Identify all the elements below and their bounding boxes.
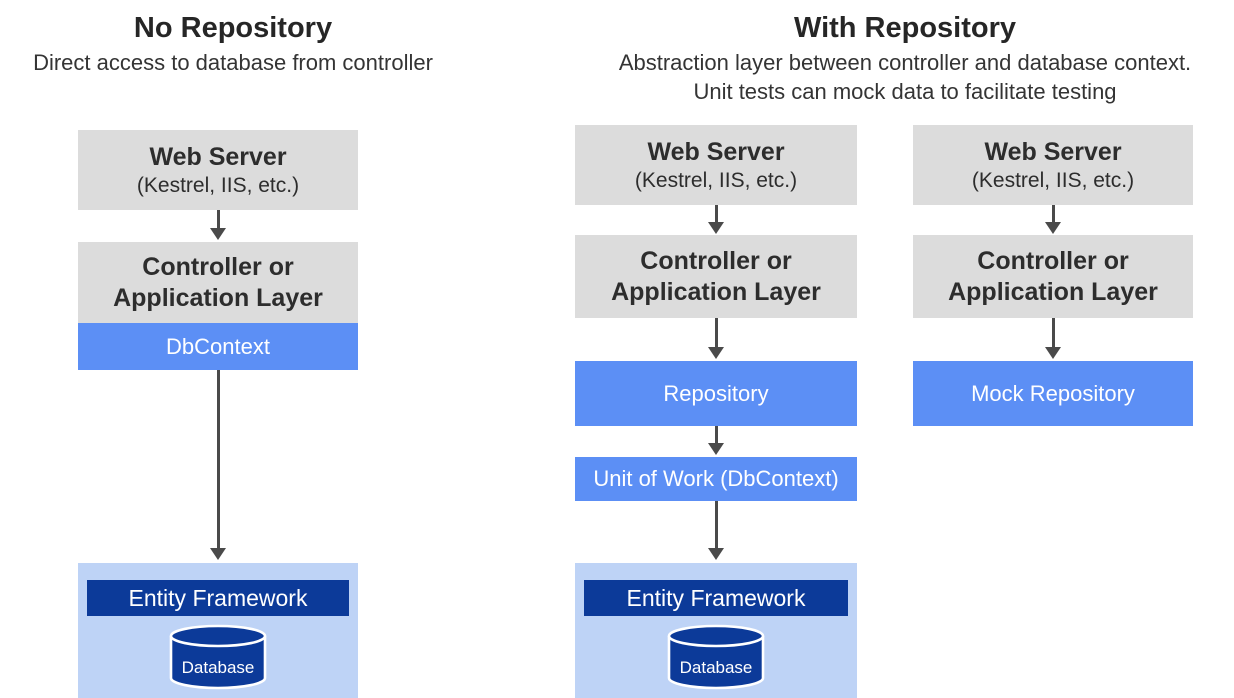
arrow-head	[708, 548, 724, 560]
arrow-head	[210, 548, 226, 560]
arrow-shaft	[714, 501, 718, 549]
arrow-head	[708, 443, 724, 455]
web-server-box-left: Web Server (Kestrel, IIS, etc.)	[78, 130, 358, 210]
arrow-head	[210, 228, 226, 240]
controller-label-line2: Application Layer	[113, 283, 323, 312]
cylinder-top	[667, 624, 765, 648]
entity-framework-container-middle: Entity Framework Database	[575, 563, 857, 698]
arrow-down-icon	[207, 370, 229, 560]
web-server-subtitle: (Kestrel, IIS, etc.)	[634, 169, 798, 193]
arrow-shaft	[1051, 205, 1055, 223]
dbcontext-box: DbContext	[78, 323, 358, 370]
web-server-title: Web Server	[149, 142, 287, 171]
arrow-down-icon	[207, 210, 229, 240]
arrow-shaft	[1051, 318, 1055, 348]
controller-label-line2: Application Layer	[948, 277, 1158, 306]
database-cylinder-icon: Database	[169, 624, 267, 690]
arrow-shaft	[714, 205, 718, 223]
arrow-down-icon	[705, 205, 727, 234]
with-repository-header: With Repository Abstraction layer betwee…	[576, 12, 1234, 107]
repository-box: Repository	[575, 361, 857, 426]
arrow-down-icon	[1042, 205, 1064, 234]
web-server-box-middle: Web Server (Kestrel, IIS, etc.)	[575, 125, 857, 205]
mock-repository-box: Mock Repository	[913, 361, 1193, 426]
web-server-subtitle: (Kestrel, IIS, etc.)	[136, 174, 300, 198]
dbcontext-label: DbContext	[166, 333, 270, 359]
controller-box-right: Controller or Application Layer	[913, 235, 1193, 318]
arrow-shaft	[714, 426, 718, 444]
web-server-box-right: Web Server (Kestrel, IIS, etc.)	[913, 125, 1193, 205]
cylinder-top	[169, 624, 267, 648]
no-repository-subtitle: Direct access to database from controlle…	[33, 50, 433, 76]
arrow-head	[708, 222, 724, 234]
arrow-shaft	[216, 370, 220, 549]
entity-framework-container-left: Entity Framework Database	[78, 563, 358, 698]
mock-repository-label: Mock Repository	[971, 380, 1135, 406]
entity-framework-bar: Entity Framework	[87, 580, 349, 616]
entity-framework-bar: Entity Framework	[584, 580, 848, 616]
arrow-shaft	[714, 318, 718, 348]
cylinder-body	[169, 636, 267, 690]
database-cylinder-icon: Database	[667, 624, 765, 690]
arrow-down-icon	[705, 501, 727, 560]
no-repository-title: No Repository	[133, 12, 333, 44]
arrow-head	[1045, 222, 1061, 234]
unit-of-work-label: Unit of Work (DbContext)	[593, 466, 839, 491]
arrow-down-icon	[705, 318, 727, 359]
arrow-down-icon	[705, 426, 727, 455]
controller-box-middle: Controller or Application Layer	[575, 235, 857, 318]
controller-label-line1: Controller or	[142, 253, 294, 281]
with-repository-title: With Repository	[793, 12, 1017, 44]
controller-label-line1: Controller or	[977, 247, 1129, 275]
web-server-title: Web Server	[647, 137, 785, 166]
cylinder-body	[667, 636, 765, 690]
unit-of-work-box: Unit of Work (DbContext)	[575, 457, 857, 501]
database-label: Database	[182, 658, 255, 677]
with-repository-subtitle-line2: Unit tests can mock data to facilitate t…	[693, 78, 1117, 104]
arrow-shaft	[216, 210, 220, 229]
repository-label: Repository	[663, 380, 769, 406]
web-server-title: Web Server	[984, 137, 1122, 166]
with-repository-subtitle-line1: Abstraction layer between controller and…	[618, 50, 1192, 76]
arrow-down-icon	[1042, 318, 1064, 359]
arrow-head	[1045, 347, 1061, 359]
controller-box-left: Controller or Application Layer	[78, 242, 358, 323]
no-repository-header: No Repository Direct access to database …	[8, 12, 458, 78]
controller-label-line1: Controller or	[640, 247, 792, 275]
controller-label-line2: Application Layer	[611, 277, 821, 306]
database-label: Database	[680, 658, 753, 677]
arrow-head	[708, 347, 724, 359]
web-server-subtitle: (Kestrel, IIS, etc.)	[971, 169, 1135, 193]
